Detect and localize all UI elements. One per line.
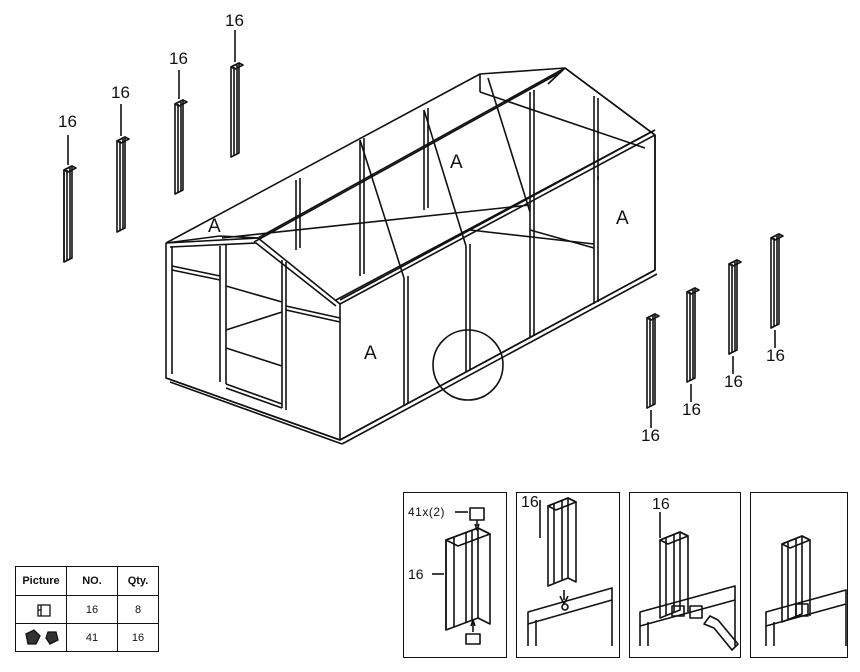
part-label-post: 16 xyxy=(169,49,188,68)
panel-label-right-gable: A xyxy=(616,208,629,229)
quantity-cell: 8 xyxy=(117,595,159,624)
header-no: NO. xyxy=(66,566,118,596)
step1-bolt-label: 41x(2) xyxy=(408,505,446,519)
parts-table: Picture NO. Qty. 16 8 41 16 xyxy=(15,566,159,652)
part-label-post: 16 xyxy=(111,83,130,102)
detail-circle xyxy=(432,329,504,401)
panel-label-front-gable: A xyxy=(208,216,221,237)
quantity-cell: 16 xyxy=(117,623,159,652)
part-label-post: 16 xyxy=(682,400,701,419)
picture-cell xyxy=(15,595,67,624)
table-row: 16 8 xyxy=(15,595,159,624)
step-2-box xyxy=(516,492,620,658)
part-number-cell: 41 xyxy=(66,623,118,652)
step1-drawing xyxy=(432,507,491,645)
table-header-row: Picture NO. Qty. xyxy=(15,566,159,596)
part-label-post: 16 xyxy=(724,372,743,391)
step-3-box xyxy=(629,492,741,658)
step1-post-label: 16 xyxy=(408,566,424,582)
header-picture: Picture xyxy=(15,566,67,596)
header-qty: Qty. xyxy=(117,566,159,596)
part-label-post: 16 xyxy=(766,346,785,365)
step2-drawing xyxy=(527,497,613,646)
step3-drawing xyxy=(639,512,739,651)
post-group-left xyxy=(63,30,244,263)
step-4-box xyxy=(750,492,848,658)
step4-drawing xyxy=(765,535,847,646)
part-label-post: 16 xyxy=(225,11,244,30)
part-label-post: 16 xyxy=(641,426,660,445)
table-row: 41 16 xyxy=(15,623,159,652)
part-label-post: 16 xyxy=(58,112,77,131)
step2-post-label: 16 xyxy=(521,494,539,511)
post-group-right xyxy=(646,233,784,428)
step3-post-label: 16 xyxy=(652,496,670,513)
greenhouse-frame xyxy=(165,67,658,445)
step-1-box xyxy=(403,492,507,658)
panel-label-roof: A xyxy=(450,152,463,173)
picture-cell xyxy=(15,623,67,652)
panel-label-side: A xyxy=(364,343,377,364)
part-number-cell: 16 xyxy=(66,595,118,624)
